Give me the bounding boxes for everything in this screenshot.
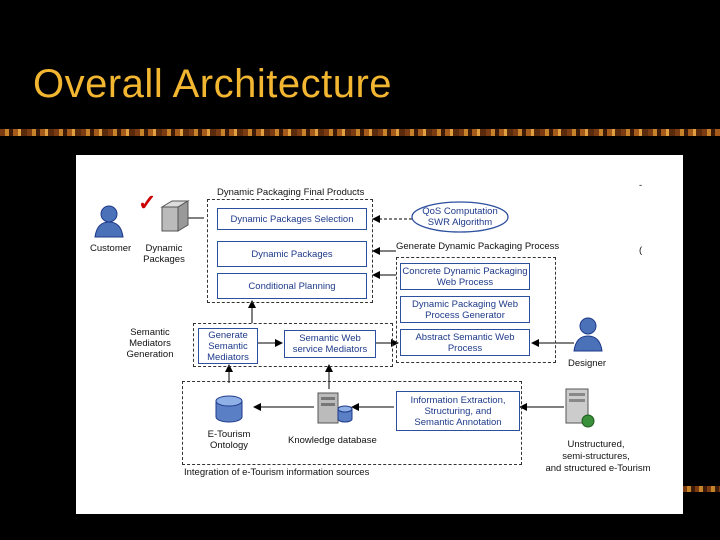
box-ws-mediators: Semantic Web service Mediators (284, 330, 376, 358)
gen-mediators-line-1: Generate (208, 329, 248, 341)
extraction-line-3: Semantic Annotation (414, 416, 502, 428)
checkmark-icon: ✓ (138, 190, 157, 215)
concrete-line-2: Web Process (436, 276, 494, 288)
sources-label-1: Unstructured, (567, 439, 625, 450)
final-products-label: Dynamic Packaging Final Products (217, 187, 365, 198)
process-group (396, 257, 556, 363)
slide-title: Overall Architecture (33, 62, 393, 106)
knowledge-server-icon (317, 392, 353, 424)
box-process-generator: Dynamic Packaging Web Process Generator (400, 296, 530, 323)
qos-ellipse (411, 201, 509, 233)
customer-icon (94, 205, 124, 238)
box-concrete-process: Concrete Dynamic Packaging Web Process (400, 263, 530, 290)
mediators-group (193, 323, 393, 367)
generator-line-1: Dynamic Packaging Web (412, 298, 518, 310)
sources-label-2: semi-structures, (562, 451, 630, 462)
ontology-database-icon (215, 395, 243, 423)
diagram-connectors (186, 215, 574, 411)
generate-process-label: Generate Dynamic Packaging Process (396, 241, 560, 252)
concrete-line-1: Concrete Dynamic Packaging (402, 265, 528, 277)
extraction-line-1: Information Extraction, (410, 394, 506, 406)
knowledge-db-label: Knowledge database (288, 435, 377, 446)
extraction-line-2: Structuring, and (424, 405, 492, 417)
qos-label-2: SWR Algorithm (427, 217, 493, 228)
ws-mediators-line-1: Semantic Web (299, 333, 361, 344)
decorative-stripe-small (683, 486, 720, 492)
decorative-stripe (0, 129, 720, 136)
box-dynamic-packages: Dynamic Packages (217, 241, 367, 267)
package-cube-icon (160, 200, 190, 232)
ontology-label-1: E-Tourism (207, 429, 251, 440)
dynamic-packages-icon-label-2: Packages (143, 254, 185, 265)
box-information-extraction: Information Extraction, Structuring, and… (396, 391, 520, 431)
abstract-line-2: Process (447, 342, 483, 354)
ws-mediators-line-2: service Mediators (292, 344, 368, 355)
designer-label: Designer (568, 358, 607, 369)
designer-icon (573, 317, 603, 352)
box-generate-mediators: Generate Semantic Mediators (198, 328, 258, 364)
integration-group (182, 381, 522, 465)
box-abstract-process: Abstract Semantic Web Process (400, 329, 530, 356)
dynamic-packages-icon-label-1: Dynamic (145, 243, 183, 254)
sources-server-icon (565, 388, 595, 428)
customer-label: Customer (90, 243, 132, 254)
abstract-line-1: Abstract Semantic Web (415, 331, 515, 343)
sources-label-3: and structured e-Tourism (545, 463, 651, 474)
architecture-diagram: - ( Dynamic Packaging Final Products Dyn… (76, 155, 683, 514)
semantic-gen-label-2: Mediators (129, 338, 171, 349)
semantic-gen-label-3: Generation (126, 349, 174, 360)
qos-label-1: QoS Computation (422, 206, 498, 217)
semantic-gen-label-1: Semantic (130, 327, 170, 338)
box-conditional-planning: Conditional Planning (217, 273, 367, 299)
box-dynamic-packages-selection: Dynamic Packages Selection (217, 208, 367, 230)
generator-line-2: Process Generator (425, 309, 505, 321)
final-products-group (207, 199, 373, 303)
integration-label: Integration of e-Tourism information sou… (184, 467, 370, 478)
gen-mediators-line-3: Mediators (207, 351, 249, 363)
ontology-label-2: Ontology (209, 440, 249, 451)
gen-mediators-line-2: Semantic (208, 340, 248, 352)
